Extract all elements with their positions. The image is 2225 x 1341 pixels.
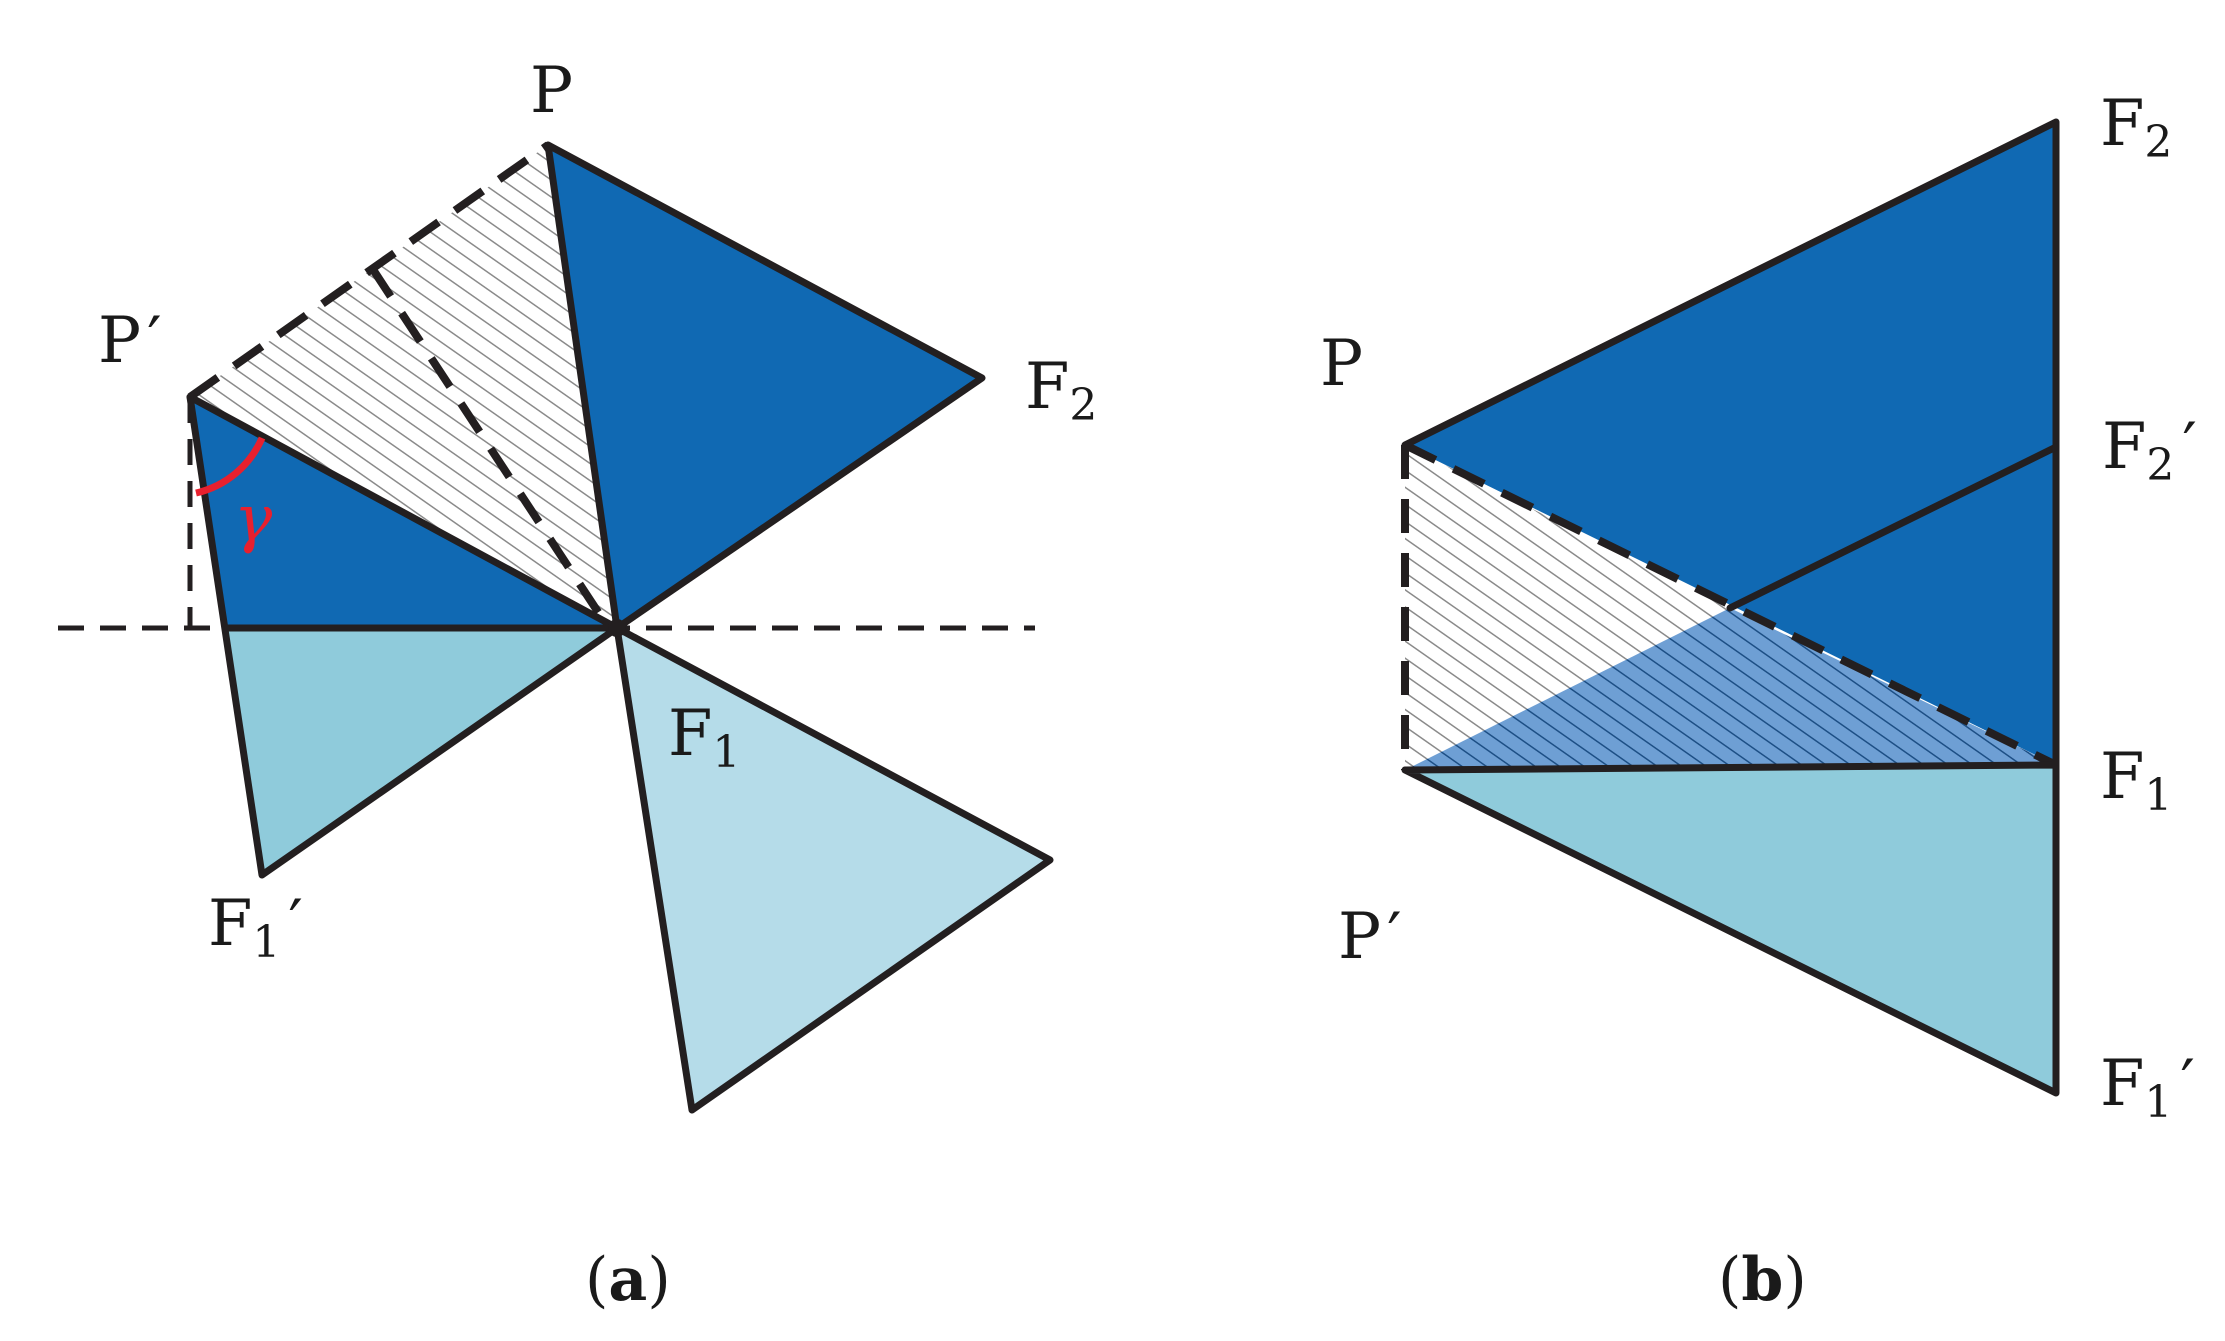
dashed-p-f1-b [1403,441,2058,769]
edge-p-f2-b [1401,118,2060,1097]
label-f2: F2 [1025,350,1097,431]
hatched-triangle-left [1405,445,1730,770]
triangle-p-f2-f1 [1405,122,2056,765]
label-f1-b: F1 [2100,740,2172,821]
label-f1: F1 [668,697,740,778]
caption-b: (b) [1718,1245,1807,1315]
edge-pprime-o [186,393,621,632]
edge-f2prime-b [1726,443,2060,612]
panel-a: γ P P′ F2 F1 F1′ (a) [58,54,1097,1315]
hatched-triangle-blue [1405,608,2056,770]
panel-b: F2 P F2′ F1 P′ F1′ (b) [1320,87,2197,1315]
caption-a: (a) [585,1245,671,1315]
origin-point [608,619,626,637]
label-p-b: P [1320,327,1363,401]
label-p-prime: P′ [98,304,162,378]
gamma-angle-arc [195,436,266,497]
dashed-pprime-p [187,141,551,401]
edge-p-f2-o [544,141,986,632]
edge-f1 [613,624,1054,1114]
label-f2-prime-b: F2′ [2102,410,2197,491]
label-f1-prime-b: F1′ [2100,1047,2195,1128]
triangle-f1prime [228,628,617,875]
label-p: P [530,54,573,128]
triangle-p-f2 [548,145,982,628]
label-f1-prime: F1′ [208,887,303,968]
edge-pprime-f1prime [186,393,621,879]
label-p-prime-b: P′ [1338,900,1402,974]
hatched-triangle-p-pprime [190,145,617,628]
label-f2-b: F2 [2100,87,2172,168]
dashed-inner [368,265,604,618]
gamma-label: γ [234,482,273,556]
triangle-f1 [617,628,1050,1110]
